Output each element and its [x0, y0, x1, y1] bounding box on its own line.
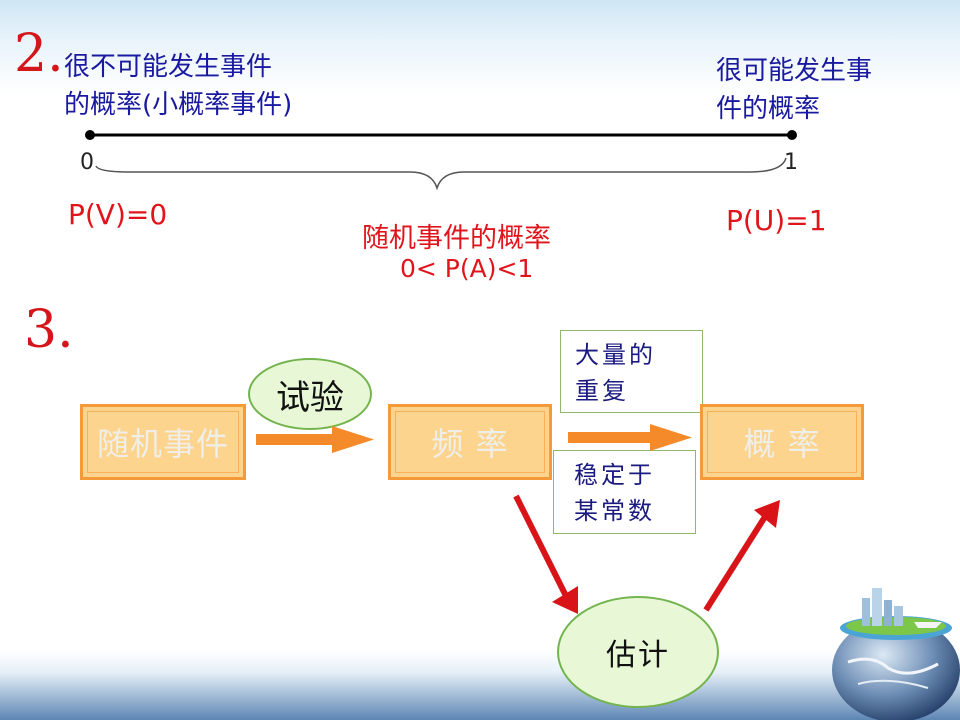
- random-event-label: 随机事件: [87, 411, 239, 473]
- arrow-frequency-to-estimate: [513, 494, 578, 614]
- stable-note-box: 稳定于 某常数: [553, 450, 696, 534]
- stable-note-line2: 某常数: [574, 497, 655, 525]
- range-brace: [95, 157, 787, 191]
- unlikely-event-label-line2: 的概率(小概率事件): [64, 90, 293, 120]
- repeat-note-box: 大量的 重复: [560, 330, 703, 413]
- globe-city-icon: [832, 588, 960, 720]
- estimate-label: 估计: [606, 638, 670, 673]
- likely-event-label-line1: 很可能发生事: [716, 56, 873, 86]
- frequency-label: 频 率: [395, 411, 545, 473]
- random-event-box: 随机事件: [80, 404, 246, 480]
- random-event-probability-range: 0< P(A)<1: [400, 254, 534, 283]
- tick-label-one: 1: [784, 150, 798, 175]
- unlikely-event-label-line1: 很不可能发生事件: [64, 52, 273, 82]
- estimate-oval: 估计: [557, 596, 719, 708]
- repeat-note-line1: 大量的: [575, 341, 656, 369]
- p-certain-event: P(U)=1: [726, 204, 827, 237]
- stable-note-line1: 稳定于: [574, 461, 655, 489]
- p-impossible-event: P(V)=0: [68, 198, 168, 231]
- frequency-box: 频 率: [388, 404, 552, 480]
- probability-box: 概 率: [700, 404, 864, 480]
- random-event-probability-title: 随机事件的概率: [362, 223, 551, 254]
- probability-label: 概 率: [707, 411, 857, 473]
- likely-event-label-line2: 件的概率: [716, 94, 821, 124]
- arrow-frequency-to-probability: [568, 424, 692, 451]
- repeat-note-line2: 重复: [575, 377, 629, 405]
- tick-label-zero: 0: [80, 150, 94, 175]
- experiment-label: 试验: [276, 377, 344, 418]
- section-2-number: 2.: [14, 24, 64, 84]
- arrow-event-to-frequency: [256, 426, 374, 453]
- section-3-number: 3.: [24, 300, 74, 360]
- number-line-start-dot: [85, 130, 95, 140]
- number-line-end-dot: [787, 130, 797, 140]
- experiment-oval: 试验: [248, 358, 372, 430]
- arrow-estimate-to-probability: [703, 500, 780, 612]
- probability-number-line: [85, 130, 797, 191]
